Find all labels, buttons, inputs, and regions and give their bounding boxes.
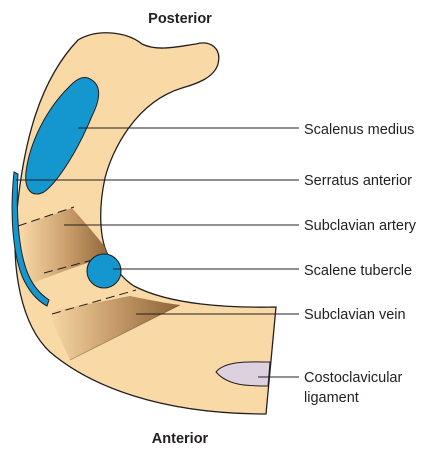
label-costoclavicular-line2: ligament [304, 390, 359, 406]
orientation-posterior: Posterior [148, 11, 212, 27]
label-subclavian-artery: Subclavian artery [304, 218, 417, 234]
label-scalene-tubercle: Scalene tubercle [304, 263, 412, 279]
orientation-anterior: Anterior [152, 431, 209, 447]
label-serratus-anterior: Serratus anterior [304, 173, 412, 189]
label-scalenus-medius: Scalenus medius [304, 122, 414, 138]
scalene-tubercle-marker [87, 254, 121, 288]
label-subclavian-vein: Subclavian vein [304, 307, 406, 323]
label-costoclavicular-line1: Costoclavicular [304, 370, 402, 386]
